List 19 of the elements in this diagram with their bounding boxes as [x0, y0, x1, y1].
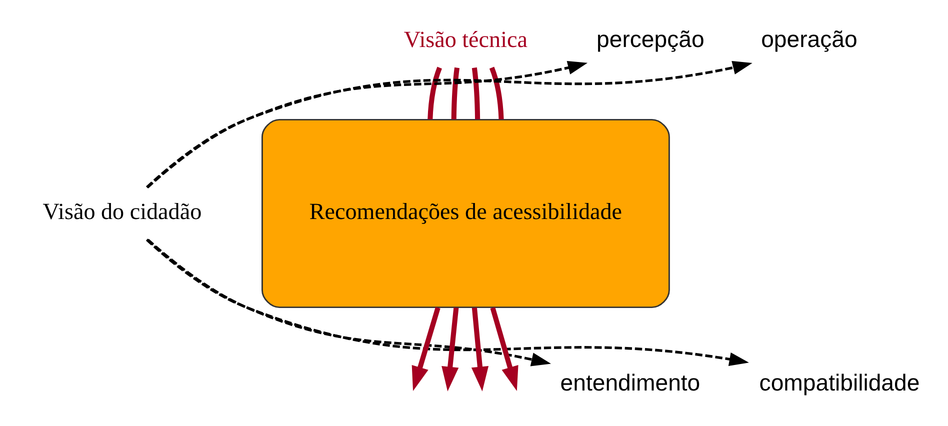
node-text: operação [761, 26, 858, 52]
node-text: entendimento [560, 369, 700, 396]
connector [451, 66, 460, 119]
arrow [412, 306, 440, 391]
arrow [146, 60, 752, 188]
node-text: Visão do cidadão [42, 197, 202, 224]
node-text: percepção [596, 26, 704, 52]
connector [489, 66, 504, 119]
node-text: compatibilidade [759, 369, 920, 396]
arrow [490, 306, 518, 391]
arrow [147, 238, 552, 366]
arrow [146, 238, 749, 366]
connector [472, 66, 480, 119]
arrow [471, 307, 489, 391]
connector [428, 66, 442, 119]
arrow [146, 60, 588, 188]
arrow [442, 307, 459, 391]
node-text: Visão técnica [404, 26, 528, 52]
node-box: Recomendações de acessibilidade [261, 118, 670, 308]
